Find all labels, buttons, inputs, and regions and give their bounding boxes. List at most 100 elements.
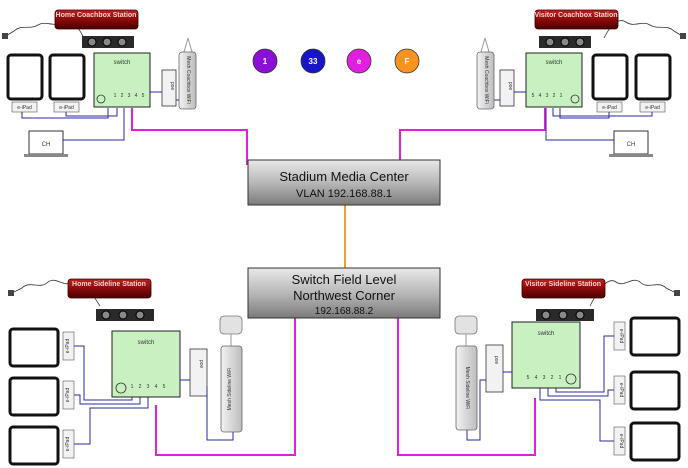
svg-text:e-iPad: e-iPad [65,339,71,354]
home-sideline-station: Home Sideline Station e-iPad e-iPad e-iP… [8,278,243,466]
switch-device [93,52,151,108]
station-label [54,9,139,30]
visitor-sideline-label: Visitor Sideline Station [525,281,601,288]
antenna-head [674,290,680,296]
badge-f: F [394,48,420,74]
svg-text:1: 1 [559,375,562,381]
svg-text:1: 1 [263,57,268,66]
svg-text:switch: switch [538,331,555,337]
badge-33: 33 [300,48,326,74]
svg-text:e-iPad: e-iPad [602,105,617,111]
svg-text:4: 4 [535,375,538,381]
home-coachbox-station: Home Coachbox Station e-iPad e-iPad CH s… [2,9,197,157]
field-switch-line1: Switch Field Level [292,272,397,287]
antenna-head [2,33,8,39]
ipad-device [634,53,672,101]
magenta-link-home-sideline [155,318,296,456]
ipad-device [8,376,60,417]
antenna-head [680,33,686,39]
svg-text:CH: CH [42,142,51,148]
svg-text:4: 4 [135,93,138,99]
svg-text:1: 1 [560,93,563,99]
ipad-device [629,370,681,411]
ipad-device [8,327,60,368]
svg-text:2: 2 [551,375,554,381]
switch-device [511,321,581,389]
visitor-sideline-station: Visitor Sideline Station e-iPad e-iPad e… [454,278,681,462]
svg-text:3: 3 [147,384,150,390]
svg-text:switch: switch [138,340,155,346]
svg-text:2: 2 [139,384,142,390]
svg-text:switch: switch [114,60,131,66]
svg-text:e-iPad: e-iPad [645,105,660,111]
center-links [131,108,546,456]
svg-text:Mesh Sideline WiFi: Mesh Sideline WiFi [464,367,470,410]
svg-text:e: e [357,57,362,66]
svg-text:poe: poe [198,360,204,369]
svg-text:2: 2 [121,93,124,99]
switch-device [525,52,583,108]
svg-text:e-iPad: e-iPad [618,329,624,344]
switch-device [111,330,181,398]
svg-text:Mesh Sideline WiFi: Mesh Sideline WiFi [227,368,233,411]
ipad-device [48,53,86,101]
field-switch-line2: Northwest Corner [293,288,396,303]
svg-text:switch: switch [546,60,563,66]
mesh-wifi-device [476,51,495,110]
svg-text:4: 4 [539,93,542,99]
station-label [67,278,152,299]
svg-text:e-iPad: e-iPad [17,105,32,111]
svg-text:5: 5 [527,375,530,381]
ipad-device [6,53,44,101]
svg-text:Mesh Coachbox WiFi: Mesh Coachbox WiFi [185,56,191,104]
media-center-title: Stadium Media Center [279,169,409,184]
ipad-device [629,421,681,462]
svg-text:5: 5 [142,93,145,99]
field-switch-box: Switch Field Level Northwest Corner 192.… [247,267,441,319]
home-coach-label: Home Coachbox Station [56,12,137,19]
ipad-device [8,425,60,466]
field-switch-ip: 192.168.88.2 [315,306,374,317]
antenna-head [8,290,14,296]
mesh-wifi-device [220,345,243,433]
svg-text:3: 3 [543,375,546,381]
svg-text:poe: poe [169,82,175,91]
svg-text:e-iPad: e-iPad [618,383,624,398]
mesh-wifi-device [178,51,197,110]
media-center-vlan: VLAN 192.168.88.1 [296,188,392,200]
svg-text:CH: CH [627,142,636,148]
ipad-device [629,316,681,357]
magenta-link-visitor-sideline [397,318,536,456]
svg-text:2: 2 [553,93,556,99]
svg-text:5: 5 [532,93,535,99]
ipad-device [591,53,629,101]
poe-injector [485,344,504,393]
poe-injector [499,69,515,107]
badge-1: 1 [252,48,278,74]
svg-text:1: 1 [131,384,134,390]
visitor-coachbox-station: Visitor Coachbox Station e-iPad e-iPad C… [476,9,686,157]
svg-text:5: 5 [163,384,166,390]
svg-text:1: 1 [114,93,117,99]
poe-injector [161,69,177,107]
svg-text:3: 3 [128,93,131,99]
media-center-box: Stadium Media Center VLAN 192.168.88.1 [247,159,441,206]
svg-text:33: 33 [309,57,318,66]
svg-text:e-iPad: e-iPad [59,105,74,111]
mesh-wifi-device [455,345,478,431]
svg-text:Mesh Coachbox WiFi: Mesh Coachbox WiFi [483,56,489,104]
svg-text:e-iPad: e-iPad [65,388,71,403]
poe-injector [189,348,208,397]
visitor-coach-label: Visitor Coachbox Station [534,12,617,19]
svg-text:F: F [405,57,410,66]
badge-e: e [346,48,372,74]
magenta-link-home-coach [131,108,248,165]
home-sideline-label: Home Sideline Station [72,281,146,288]
station-label [534,9,619,30]
channel-badges: 1 33 e F [252,48,420,74]
svg-text:e-iPad: e-iPad [65,437,71,452]
magenta-link-visitor-coach [399,108,546,165]
svg-text:poe: poe [493,356,499,365]
station-label [521,278,606,299]
